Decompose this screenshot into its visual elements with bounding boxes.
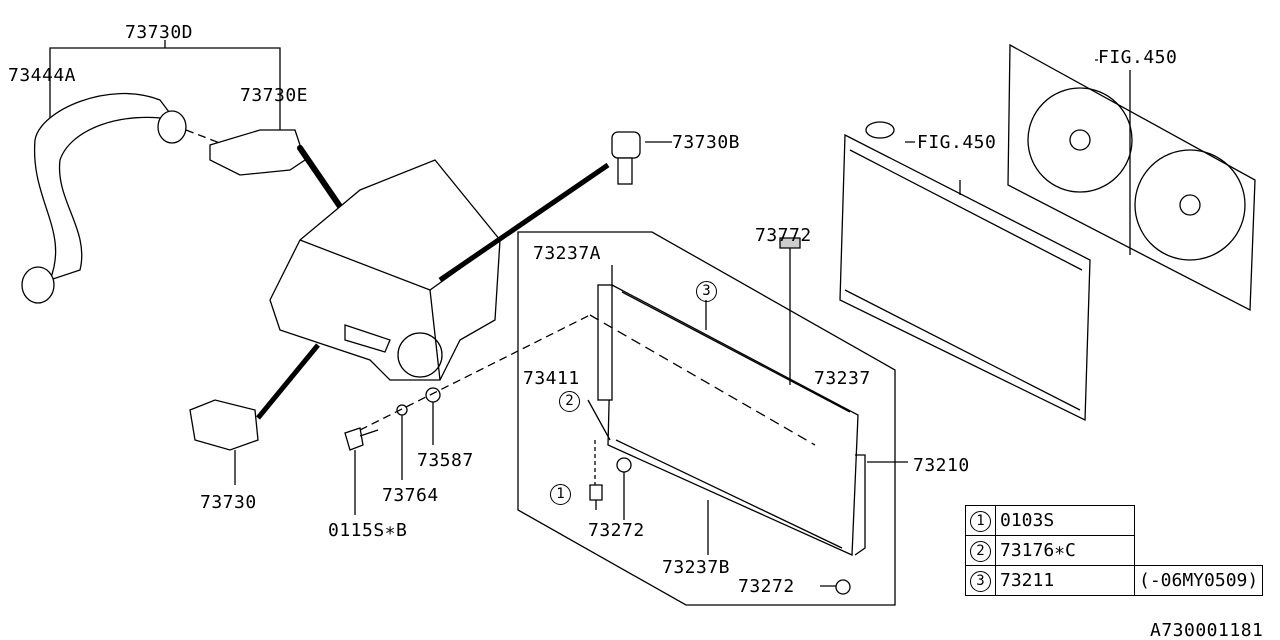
- bracket-73730D: [49, 40, 281, 130]
- legend-row: 1 0103S: [965, 505, 1263, 536]
- callout-2: 2: [559, 391, 580, 412]
- legend-table: 1 0103S 2 73176∗C 3 73211 (-06MY0509): [965, 505, 1264, 596]
- radiator: [839, 121, 1091, 422]
- legend-row: 2 73176∗C: [965, 535, 1263, 566]
- part-label-73272-lower: 73272: [738, 576, 795, 597]
- part-label-73210: 73210: [913, 455, 970, 476]
- part-label-73444A: 73444A: [8, 65, 77, 86]
- sensor-73730: [189, 343, 320, 485]
- legend-part: 0103S: [995, 505, 1135, 536]
- switch-73730B: [611, 131, 672, 185]
- part-label-73587: 73587: [417, 450, 474, 471]
- part-label-73237A: 73237A: [533, 243, 602, 264]
- bolt-0115SB: [344, 427, 379, 515]
- legend-number: 1: [970, 511, 991, 532]
- part-label-73772: 73772: [755, 225, 812, 246]
- part-label-73272: 73272: [588, 520, 645, 541]
- callout-1: 1: [550, 484, 571, 505]
- fan-shroud: [1007, 43, 1256, 312]
- part-label-73237B: 73237B: [662, 557, 731, 578]
- bolt-0103S: [589, 484, 603, 510]
- part-label-73730: 73730: [200, 492, 257, 513]
- washer-73764: [396, 404, 408, 416]
- part-label-73730E: 73730E: [240, 85, 309, 106]
- bushing-73587: [425, 387, 441, 403]
- part-label-0115SB: 0115S∗B: [328, 520, 408, 541]
- part-label-73237: 73237: [814, 368, 871, 389]
- legend-row: 3 73211 (-06MY0509): [965, 565, 1264, 596]
- condenser-frame: [517, 231, 896, 606]
- fig-ref-fan: FIG.450: [1098, 47, 1178, 68]
- legend-note: (-06MY0509): [1133, 565, 1264, 596]
- part-label-73730D: 73730D: [125, 22, 194, 43]
- part-label-73411: 73411: [523, 368, 580, 389]
- legend-number: 3: [970, 571, 991, 592]
- part-label-73764: 73764: [382, 485, 439, 506]
- figure-code: A730001181: [1150, 620, 1264, 640]
- hose-73444A: [21, 92, 187, 304]
- legend-part: 73211: [995, 565, 1135, 596]
- legend-part: 73176∗C: [995, 535, 1135, 566]
- vehicle-outline: [269, 159, 501, 381]
- label-73772: [779, 237, 801, 249]
- part-label-73730B: 73730B: [672, 132, 741, 153]
- callout-3: 3: [696, 281, 717, 302]
- condenser-73210: [597, 283, 866, 556]
- fig-ref-radiator: FIG.450: [917, 132, 997, 153]
- legend-number: 2: [970, 541, 991, 562]
